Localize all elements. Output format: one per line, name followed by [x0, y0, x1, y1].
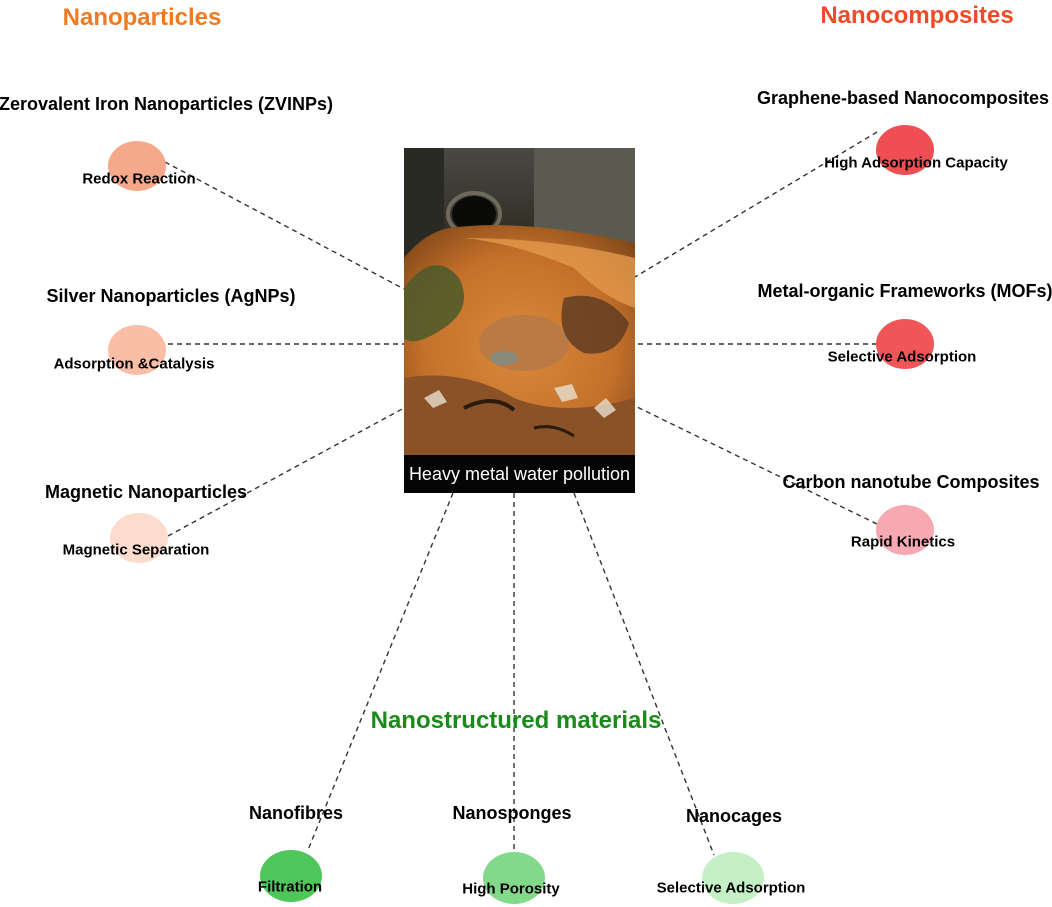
- node-zvinps: [108, 141, 166, 191]
- property-zvinps: Redox Reaction: [82, 170, 196, 188]
- node-magnetic: [110, 513, 168, 563]
- title-nanofibres: Nanofibres: [248, 803, 344, 823]
- title-mofs: Metal-organic Frameworks (MOFs): [757, 281, 1052, 301]
- property-graphene: High Adsorption Capacity: [824, 154, 1008, 172]
- title-cnt: Carbon nanotube Composites: [782, 472, 1040, 492]
- title-nanosponges: Nanosponges: [452, 803, 572, 823]
- connector-zvinps: [164, 161, 405, 290]
- connector-magnetic: [167, 407, 405, 537]
- property-cnt: Rapid Kinetics: [850, 533, 956, 551]
- node-agnps: [108, 325, 166, 375]
- property-magnetic: Magnetic Separation: [62, 541, 210, 559]
- title-nanocages: Nanocages: [685, 806, 783, 826]
- node-nanocages: [702, 852, 764, 904]
- title-zvinps: Zerovalent Iron Nanoparticles (ZVINPs): [0, 94, 334, 114]
- pollution-photo: Heavy metal water pollution: [404, 148, 635, 493]
- node-nanosponges: [483, 852, 545, 904]
- category-nanocomposites: Nanocomposites: [820, 2, 1014, 29]
- title-agnps: Silver Nanoparticles (AgNPs): [46, 286, 296, 306]
- polluted-drain-photo-icon: [404, 148, 635, 493]
- property-nanocages: Selective Adsorption: [656, 879, 806, 897]
- property-nanofibres: Filtration: [257, 878, 323, 896]
- title-graphene: Graphene-based Nanocomposites: [756, 88, 1050, 108]
- connector-nanocages: [573, 492, 715, 856]
- property-mofs: Selective Adsorption: [827, 348, 977, 366]
- node-cnt: [876, 505, 934, 555]
- property-agnps: Adsorption &Catalysis: [53, 355, 215, 373]
- node-nanofibres: [260, 850, 322, 902]
- title-magnetic: Magnetic Nanoparticles: [44, 482, 248, 502]
- center-caption: Heavy metal water pollution: [404, 455, 635, 493]
- category-nanoparticles: Nanoparticles: [62, 4, 222, 31]
- connector-cnt: [634, 405, 878, 525]
- category-nanostructured: Nanostructured materials: [370, 707, 662, 734]
- property-nanosponges: High Porosity: [462, 880, 560, 898]
- node-mofs: [876, 319, 934, 369]
- connector-graphene: [634, 131, 878, 278]
- node-graphene: [876, 125, 934, 175]
- connector-nanofibres: [307, 492, 454, 851]
